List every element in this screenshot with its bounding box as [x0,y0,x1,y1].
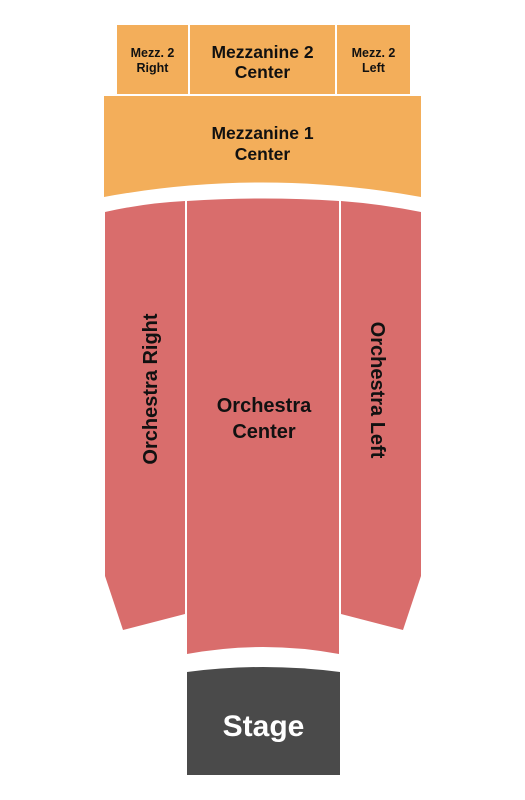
section-mezz2-left-shape[interactable] [337,25,410,94]
section-mezz2-right[interactable]: Mezz. 2 Right [117,25,188,94]
section-orchestra-right-shape[interactable] [105,201,185,630]
section-orchestra-left-shape[interactable] [341,201,421,630]
section-orchestra-left[interactable]: Orchestra Left [341,201,421,630]
section-orchestra-center-label-2: Center [232,421,296,443]
section-orchestra-right-label: Orchestra Right [140,313,162,464]
section-mezz1-center[interactable]: Mezzanine 1 Center [104,96,421,197]
section-mezz2-left[interactable]: Mezz. 2 Left [337,25,410,94]
stage: Stage [187,667,340,775]
section-mezz2-center-shape[interactable] [190,25,335,94]
section-mezz2-right-shape[interactable] [117,25,188,94]
section-mezz1-center-label-1: Mezzanine 1 [211,123,313,143]
section-orchestra-left-label: Orchestra Left [366,322,388,459]
section-mezz2-right-label-2: Right [137,61,170,75]
section-orchestra-center[interactable]: Orchestra Center [187,198,339,655]
section-orchestra-center-shape[interactable] [187,198,339,655]
section-mezz2-left-label-2: Left [362,61,386,75]
section-mezz2-right-label-1: Mezz. 2 [131,46,175,60]
section-mezz2-center-label-2: Center [235,62,291,82]
section-mezz2-left-label-1: Mezz. 2 [352,46,396,60]
section-mezz1-center-label-2: Center [235,144,291,164]
stage-shape [187,667,340,775]
section-mezz1-center-shape[interactable] [104,96,421,197]
section-mezz2-center[interactable]: Mezzanine 2 Center [190,25,335,94]
stage-label: Stage [223,710,305,743]
section-mezz2-center-label-1: Mezzanine 2 [211,42,313,62]
section-orchestra-right[interactable]: Orchestra Right [105,201,185,630]
section-orchestra-center-label-1: Orchestra [217,395,312,417]
